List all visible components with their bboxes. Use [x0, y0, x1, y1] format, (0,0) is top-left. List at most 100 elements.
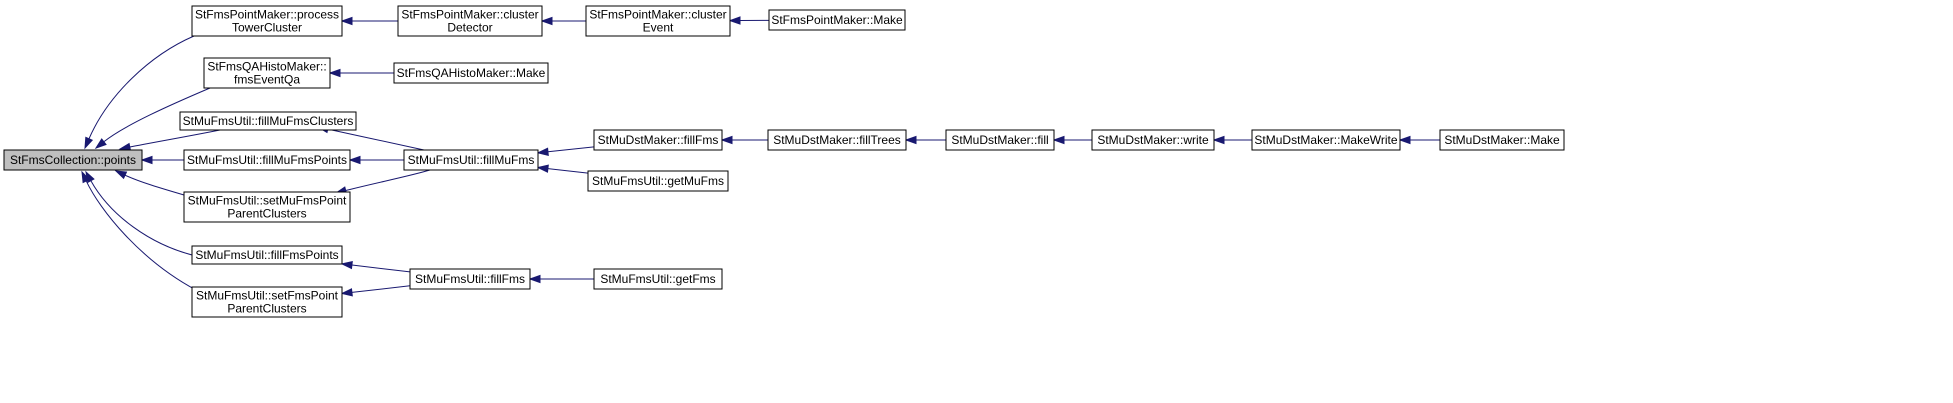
- arrowhead: [118, 142, 132, 152]
- arrowhead: [114, 170, 128, 180]
- node-label: StMuFmsUtil::getFms: [600, 272, 715, 286]
- node-stmufmsutil-fillmufmspoints[interactable]: StMuFmsUtil::fillMuFmsPoints: [183, 149, 351, 171]
- edge-n6-to-root: [85, 170, 197, 257]
- edge-line: [351, 285, 411, 293]
- node-box: [179, 111, 357, 131]
- node-box: [1091, 129, 1215, 151]
- node-stfmsqahistomaker-make[interactable]: StFmsQAHistoMaker::Make: [393, 62, 549, 84]
- edge-n20-to-n7: [340, 285, 411, 297]
- node-box: [191, 245, 343, 265]
- node-box: [585, 5, 731, 37]
- edge-n3-to-root: [118, 129, 221, 152]
- edge-line: [345, 169, 431, 192]
- edge-n17-to-n16: [1052, 135, 1092, 145]
- edge-n14-to-n12: [536, 164, 589, 174]
- edge-line: [88, 35, 195, 140]
- edge-layer: [81, 16, 1440, 297]
- node-stfmsqahistomaker-fmseventqa[interactable]: StFmsQAHistoMaker::fmsEventQa: [203, 57, 331, 89]
- arrowhead: [720, 135, 733, 145]
- edge-n5-to-root: [114, 170, 185, 196]
- node-label: StMuFmsUtil::setMuFmsPoint: [188, 194, 347, 208]
- node-label: StMuDstMaker::Make: [1444, 133, 1560, 147]
- node-label: StMuDstMaker::MakeWrite: [1254, 133, 1397, 147]
- node-label: Detector: [447, 21, 492, 35]
- node-stmufmsutil-getfms[interactable]: StMuFmsUtil::getFms: [593, 268, 723, 290]
- node-box: [203, 57, 331, 89]
- arrowhead: [140, 155, 153, 165]
- edge-line: [327, 128, 425, 151]
- arrowhead: [81, 170, 91, 184]
- node-label: StFmsQAHistoMaker::: [207, 60, 326, 74]
- node-box: [587, 170, 729, 192]
- edge-line: [129, 129, 221, 148]
- node-label: StFmsPointMaker::cluster: [401, 8, 538, 22]
- edge-n18-to-n17: [1212, 135, 1252, 145]
- node-label: StFmsPointMaker::process: [195, 8, 339, 22]
- node-box: [1251, 129, 1401, 151]
- node-stmufmsutil-fillmufms[interactable]: StMuFmsUtil::fillMuFms: [403, 149, 539, 171]
- node-label: StFmsQAHistoMaker::Make: [397, 66, 546, 80]
- arrowhead: [94, 138, 107, 149]
- node-box: [191, 5, 343, 37]
- edge-n4-to-root: [140, 155, 184, 165]
- edge-line: [351, 264, 411, 273]
- edge-line: [85, 180, 197, 291]
- node-stmufmsutil-fillfmspoints[interactable]: StMuFmsUtil::fillFmsPoints: [191, 245, 343, 265]
- arrowhead: [340, 16, 353, 26]
- node-box: [183, 191, 351, 223]
- arrowhead: [340, 288, 353, 297]
- edge-n2-to-root: [94, 87, 211, 149]
- arrowhead: [1052, 135, 1065, 145]
- arrowhead: [540, 16, 553, 26]
- node-stmudstmaker-makewrite[interactable]: StMuDstMaker::MakeWrite: [1251, 129, 1401, 151]
- arrowhead: [348, 155, 361, 165]
- node-stmudstmaker-fill[interactable]: StMuDstMaker::fill: [945, 129, 1055, 151]
- edge-n1-to-root: [84, 35, 195, 150]
- edge-n9-to-n8: [540, 16, 586, 26]
- node-box: [183, 149, 351, 171]
- node-label: StMuFmsUtil::fillFmsPoints: [195, 248, 338, 262]
- edge-line: [547, 168, 589, 174]
- node-box: [593, 129, 723, 151]
- arrowhead: [536, 147, 549, 156]
- edge-n7-to-root: [81, 170, 197, 291]
- arrowhead: [904, 135, 917, 145]
- node-label: StMuFmsUtil::setFmsPoint: [196, 289, 339, 303]
- node-label: fmsEventQa: [234, 73, 300, 87]
- node-label: StMuDstMaker::fill: [951, 133, 1048, 147]
- node-stmudstmaker-make[interactable]: StMuDstMaker::Make: [1439, 129, 1565, 151]
- node-box: [403, 149, 539, 171]
- node-box: [393, 62, 549, 84]
- node-box: [191, 286, 343, 318]
- node-stmufmsutil-fillmufmsclusters[interactable]: StMuFmsUtil::fillMuFmsClusters: [179, 111, 357, 131]
- arrowhead: [84, 136, 94, 150]
- node-stmufmsutil-getmufms[interactable]: StMuFmsUtil::getMuFms: [587, 170, 729, 192]
- node-label: StMuDstMaker::write: [1097, 133, 1209, 147]
- node-box: [767, 129, 907, 151]
- edge-line: [90, 180, 197, 257]
- node-label: StMuFmsUtil::fillMuFmsPoints: [187, 153, 347, 167]
- node-layer: StFmsCollection::pointsStFmsPointMaker::…: [3, 5, 1565, 318]
- node-label: StMuFmsUtil::getMuFms: [592, 174, 724, 188]
- node-label: ParentClusters: [227, 207, 306, 221]
- node-stmudstmaker-filltrees[interactable]: StMuDstMaker::fillTrees: [767, 129, 907, 151]
- node-label: StMuDstMaker::fillTrees: [773, 133, 901, 147]
- edge-n15-to-n13: [720, 135, 768, 145]
- node-label: StMuFmsUtil::fillMuFmsClusters: [183, 114, 354, 128]
- edge-n20-to-n6: [340, 260, 411, 273]
- edge-n11-to-n2: [328, 68, 394, 78]
- node-stmufmsutil-fillfms[interactable]: StMuFmsUtil::fillFms: [409, 268, 531, 290]
- node-stmudstmaker-fillfms[interactable]: StMuDstMaker::fillFms: [593, 129, 723, 151]
- node-stmudstmaker-write[interactable]: StMuDstMaker::write: [1091, 129, 1215, 151]
- node-box: [1439, 129, 1565, 151]
- node-box: [397, 5, 543, 37]
- arrowhead: [340, 260, 353, 270]
- node-stfmspointmaker-make[interactable]: StFmsPointMaker::Make: [768, 9, 906, 31]
- edge-line: [103, 87, 211, 143]
